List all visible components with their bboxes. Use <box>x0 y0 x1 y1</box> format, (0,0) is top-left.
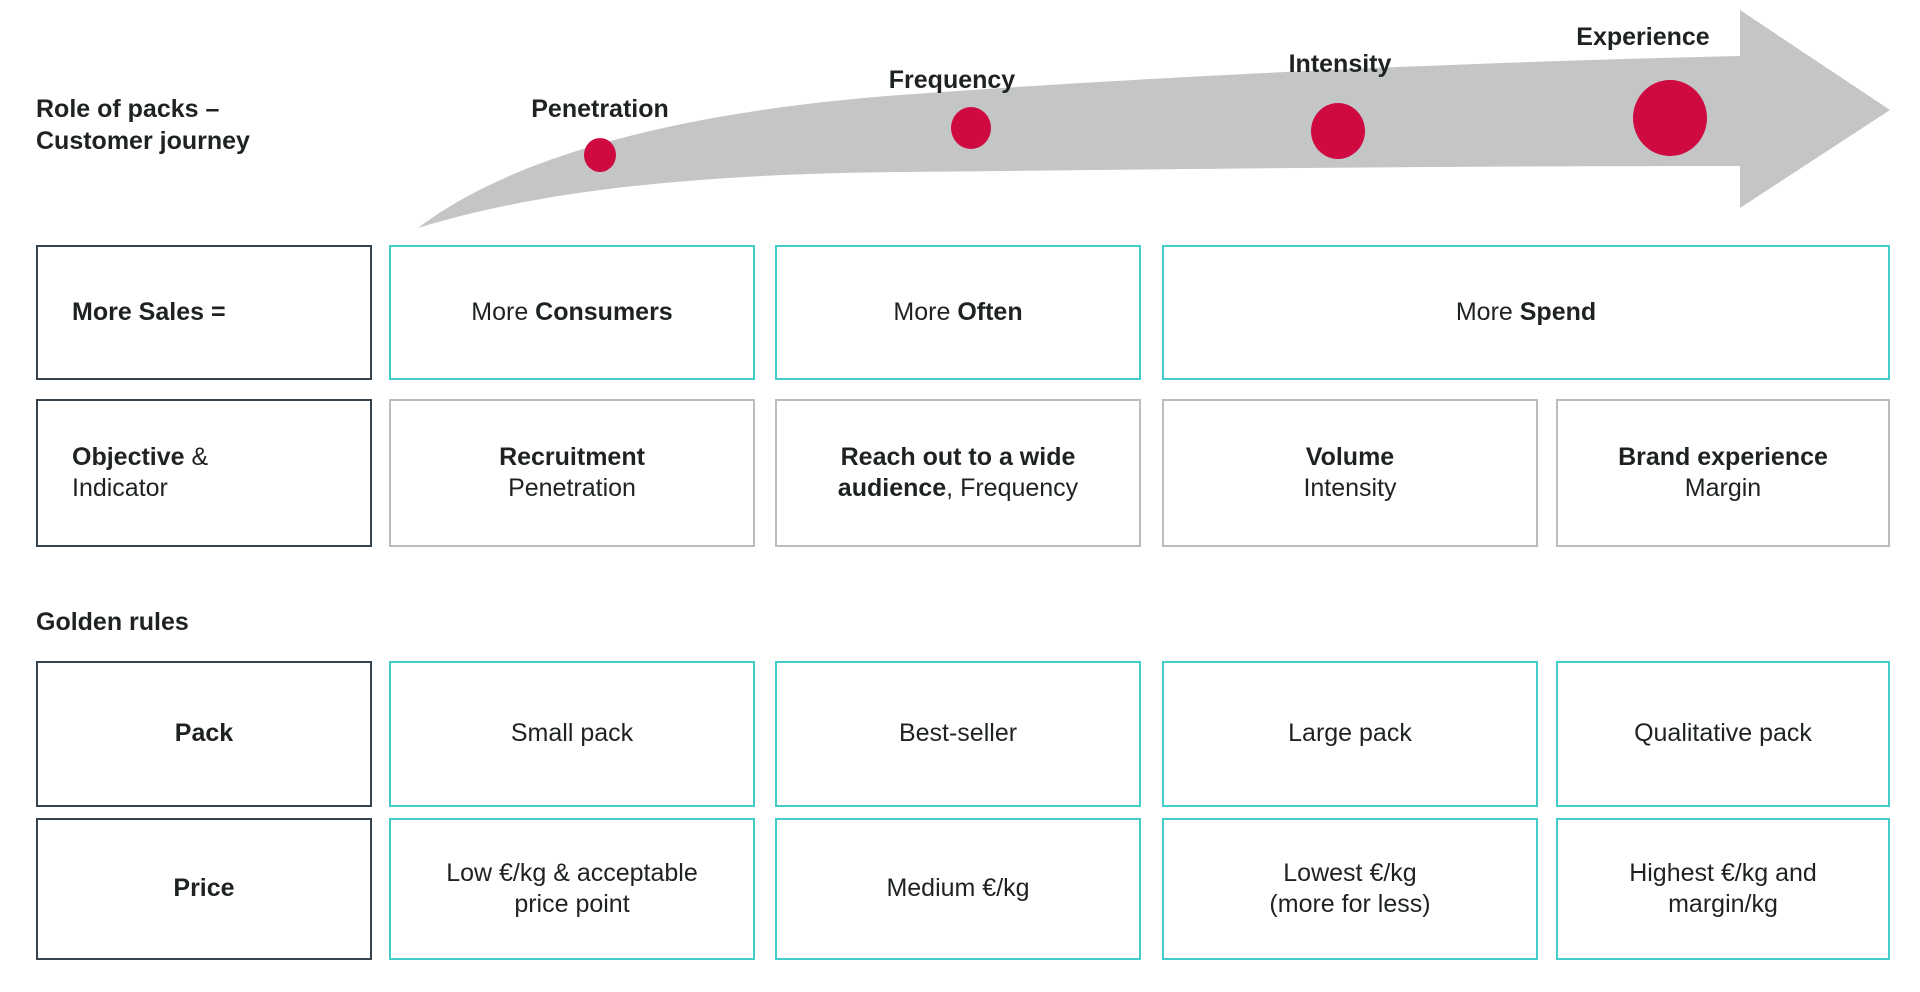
journey-stage-dots <box>584 80 1707 172</box>
cell-line-2: price point <box>514 890 630 918</box>
cell-emphasis: Recruitment <box>499 442 645 471</box>
journey-stage-dot-intensity <box>1311 103 1365 159</box>
row-header-label: Pack <box>174 719 234 748</box>
cell-line-2: audience, Frequency <box>837 474 1079 502</box>
journey-stage-label-frequency: Frequency <box>888 66 1016 94</box>
cell-line-1: Recruitment <box>499 442 645 474</box>
cell-emphasis: Reach out to a wide <box>840 442 1076 471</box>
row-header-more-sales[interactable]: More Sales = <box>36 245 372 380</box>
cell-line-1: Reach out to a wide <box>838 442 1078 474</box>
cell-text: Small pack <box>510 719 634 748</box>
journey-stage-dot-penetration <box>584 138 616 172</box>
cell-line-2: Margin <box>1684 474 1762 502</box>
cell-line-2: margin/kg <box>1668 890 1778 918</box>
matrix-cell-pack-1[interactable]: Small pack <box>389 661 755 807</box>
matrix-cell-more-sales-3[interactable]: More Spend <box>1162 245 1890 380</box>
cell-emphasis: Spend <box>1519 297 1597 326</box>
matrix-row-more-sales: More Sales = More Consumers More Often More… <box>0 245 1920 380</box>
cell-text: More Consumers <box>471 297 673 326</box>
journey-stage-label-penetration: Penetration <box>531 95 669 123</box>
row-header-label: Price <box>173 874 235 903</box>
cell-text: Low €/kg & acceptable price point <box>446 858 698 921</box>
page-title: Role of packs – Customer journey <box>36 95 250 155</box>
cell-text: Highest €/kg and margin/kg <box>1629 858 1817 921</box>
matrix-cell-price-3[interactable]: Lowest €/kg (more for less) <box>1162 818 1538 960</box>
row-header-price[interactable]: Price <box>36 818 372 960</box>
matrix-cell-price-2[interactable]: Medium €/kg <box>775 818 1141 960</box>
matrix-cell-pack-3[interactable]: Large pack <box>1162 661 1538 807</box>
matrix-cell-objective-indicator-2[interactable]: Reach out to a wide audience, Frequency <box>775 399 1141 547</box>
journey-arrow-graphic <box>418 10 1890 228</box>
cell-line-2: Intensity <box>1303 474 1397 502</box>
journey-stage-dot-experience <box>1633 80 1707 156</box>
cell-text: Lowest €/kg (more for less) <box>1269 858 1430 921</box>
cell-line-1: Low €/kg & acceptable <box>446 858 698 887</box>
cell-line-2: (more for less) <box>1269 890 1431 918</box>
cell-line-1: Highest €/kg and <box>1629 858 1817 887</box>
matrix-row-price: Price Low €/kg & acceptable price point Med… <box>0 818 1920 960</box>
cell-text: More Often <box>893 297 1023 326</box>
cell-line-1: Lowest €/kg <box>1283 858 1417 887</box>
cell-line-2: Penetration <box>508 474 636 502</box>
journey-stage-label-experience: Experience <box>1576 23 1710 51</box>
row-header-label: More Sales = <box>72 297 226 326</box>
cell-line-1: Volume <box>1303 442 1396 474</box>
cell-line-1: Brand experience <box>1618 442 1828 474</box>
cell-text: Best-seller <box>898 719 1018 748</box>
cell-emphasis: Often <box>957 297 1023 326</box>
cell-emphasis: Brand experience <box>1618 442 1828 471</box>
journey-stage-dot-frequency <box>951 107 991 149</box>
matrix-cell-pack-2[interactable]: Best-seller <box>775 661 1141 807</box>
row-header-objective-indicator[interactable]: Objective & Indicator <box>36 399 372 547</box>
arrow-shape <box>418 10 1890 228</box>
cell-emphasis: audience <box>837 474 947 502</box>
matrix-cell-price-1[interactable]: Low €/kg & acceptable price point <box>389 818 755 960</box>
matrix-row-pack: Pack Small pack Best-seller Large pack Quali… <box>0 661 1920 807</box>
matrix-cell-more-sales-2[interactable]: More Often <box>775 245 1141 380</box>
row-header-label: Objective & Indicator <box>72 442 208 505</box>
row-header-line-2: Indicator <box>72 474 168 502</box>
cell-text: Medium €/kg <box>886 874 1030 903</box>
journey-stage-label-intensity: Intensity <box>1288 50 1392 78</box>
cell-emphasis: Volume <box>1305 442 1395 471</box>
matrix-cell-more-sales-1[interactable]: More Consumers <box>389 245 755 380</box>
cell-text: More Spend <box>1455 297 1597 326</box>
row-header-pack[interactable]: Pack <box>36 661 372 807</box>
cell-text: Qualitative pack <box>1634 719 1812 748</box>
row-header-line-1: Objective & <box>72 442 209 471</box>
matrix-cell-pack-4[interactable]: Qualitative pack <box>1556 661 1890 807</box>
golden-rules-title: Golden rules <box>36 608 189 636</box>
matrix-cell-price-4[interactable]: Highest €/kg and margin/kg <box>1556 818 1890 960</box>
customer-journey-arrow-section: Role of packs – Customer journey Penetra… <box>0 0 1920 240</box>
cell-text: Reach out to a wide audience, Frequency <box>838 442 1078 505</box>
row-header-emphasis: Objective <box>72 442 185 471</box>
cell-text: Large pack <box>1288 719 1412 748</box>
cell-emphasis: Consumers <box>535 297 673 326</box>
